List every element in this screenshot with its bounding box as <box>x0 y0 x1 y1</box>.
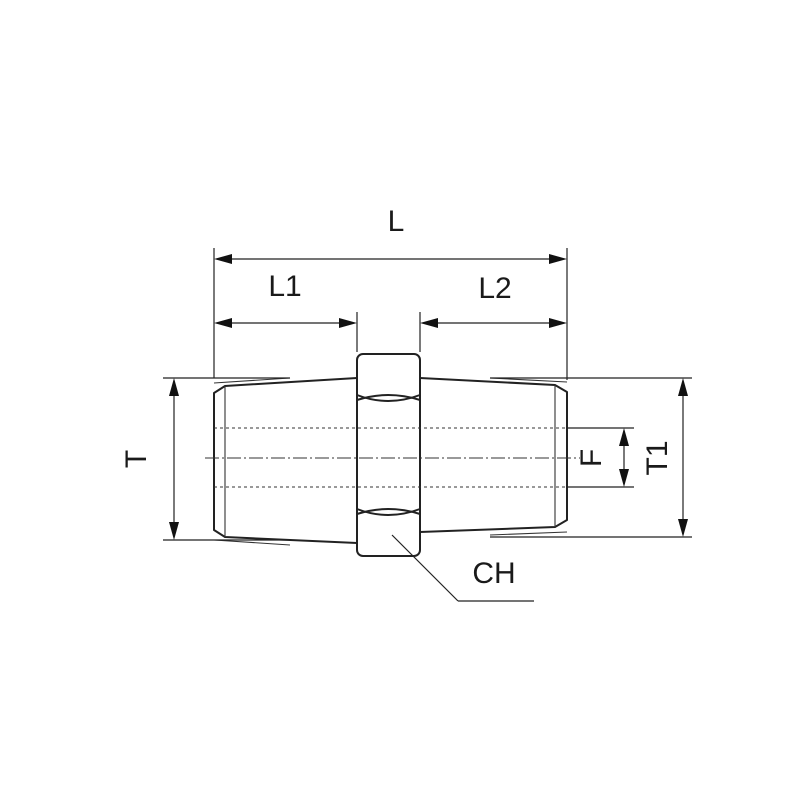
right-threaded-end <box>419 377 568 536</box>
left-threaded-end <box>213 377 358 546</box>
bore-hidden-lines <box>205 427 580 488</box>
arrow-head <box>169 522 179 540</box>
label-T: T <box>120 450 153 468</box>
arrow-head <box>678 378 688 396</box>
dimension-F: F <box>567 427 634 488</box>
arrow-head <box>214 318 232 328</box>
arrow-head <box>678 519 688 537</box>
hex-body <box>356 353 421 557</box>
label-F: F <box>575 449 608 467</box>
arrow-head <box>549 254 567 264</box>
arrow-head <box>619 428 629 446</box>
label-CH: CH <box>472 557 515 590</box>
arrow-head <box>549 318 567 328</box>
arrow-head <box>169 378 179 396</box>
arrow-head <box>619 469 629 487</box>
dimension-T: T <box>120 377 290 541</box>
label-L: L <box>388 205 405 238</box>
label-L1: L1 <box>268 270 301 303</box>
label-L2: L2 <box>478 272 511 305</box>
arrow-head <box>214 254 232 264</box>
arrow-head <box>339 318 357 328</box>
arrow-head <box>420 318 438 328</box>
leader-CH: CH <box>391 534 534 602</box>
dimension-T1: T1 <box>490 377 692 538</box>
label-T1: T1 <box>641 440 674 475</box>
dimension-L2: L2 <box>419 272 567 352</box>
dimension-L: L <box>213 205 568 380</box>
dimension-L1: L1 <box>214 270 358 352</box>
